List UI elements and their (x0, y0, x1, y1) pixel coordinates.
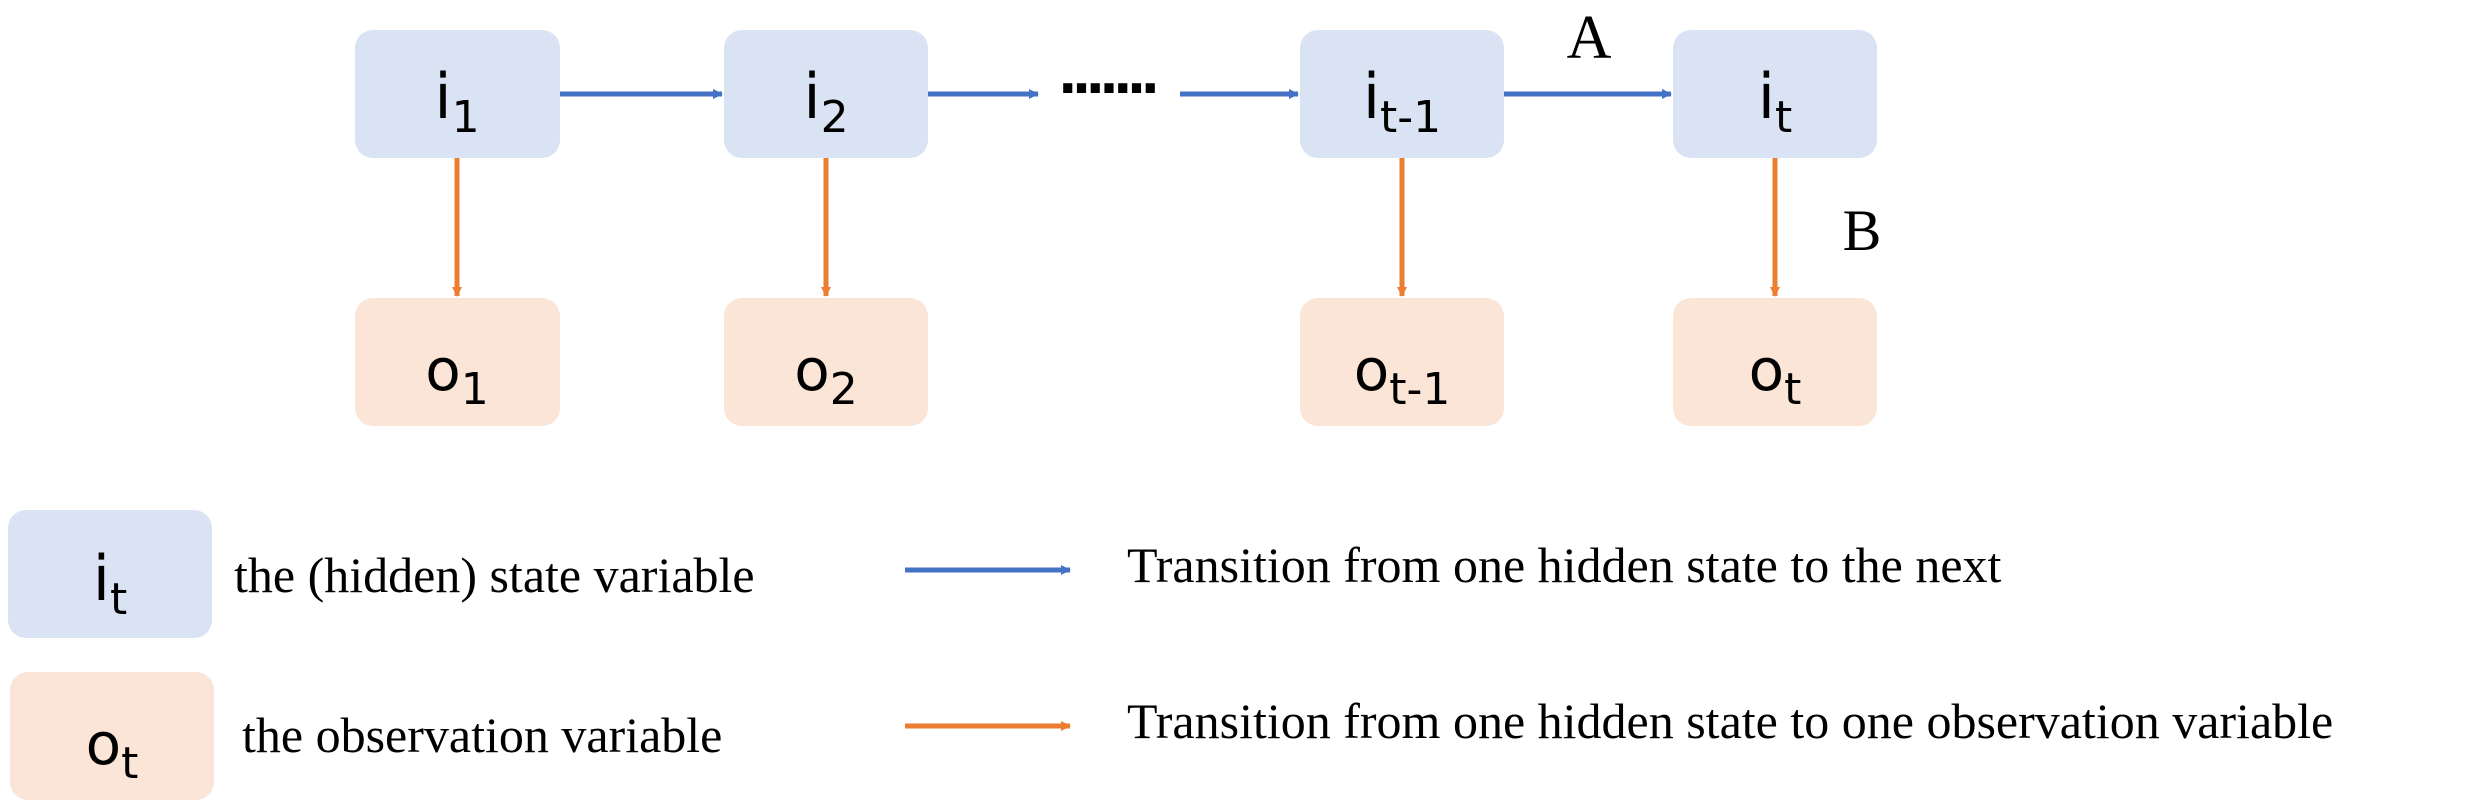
hidden-state-2-base: i (803, 60, 820, 133)
legend-orange-arrow-text: Transition from one hidden state to one … (1127, 693, 2333, 749)
svg-text:ot: ot (1749, 336, 1802, 415)
svg-text:o2: o2 (794, 336, 858, 415)
legend-observation: ot the observation variable (10, 672, 722, 800)
ellipsis: ······· (1058, 59, 1156, 119)
observation-2-base: o (794, 336, 830, 404)
observation-t-base: o (1749, 336, 1785, 404)
observation-node-1: o1 (355, 298, 560, 426)
label-b: B (1843, 198, 1882, 263)
legend-observation-sub: t (121, 738, 138, 789)
label-a: A (1567, 4, 1612, 72)
svg-text:i1: i1 (434, 60, 479, 143)
hidden-state-1-sub: 1 (452, 92, 480, 143)
legend-observation-text: the observation variable (242, 707, 722, 763)
legend-hidden-text: the (hidden) state variable (234, 547, 755, 603)
hidden-state-node-2: i2 (724, 30, 928, 158)
svg-text:ot: ot (86, 710, 139, 789)
svg-text:it: it (93, 542, 128, 625)
observation-node-t: ot (1673, 298, 1877, 426)
svg-text:it: it (1758, 60, 1793, 143)
svg-text:o1: o1 (425, 336, 489, 415)
observation-2-sub: 2 (830, 364, 858, 415)
legend-observation-swatch (10, 672, 214, 800)
hidden-state-t-1-sub: t-1 (1380, 92, 1441, 143)
observation-t-1-base: o (1354, 336, 1390, 404)
observation-1-sub: 1 (461, 364, 489, 415)
legend-hidden-swatch (8, 510, 212, 638)
legend-hidden-sub: t (110, 574, 127, 625)
legend-blue-arrow-text: Transition from one hidden state to the … (1127, 537, 2002, 593)
svg-text:i2: i2 (803, 60, 848, 143)
hidden-state-t-sub: t (1775, 92, 1792, 143)
observation-t-sub: t (1784, 364, 1801, 415)
legend-observation-base: o (86, 710, 122, 778)
observation-t-1-sub: t-1 (1389, 364, 1450, 415)
observation-node-t-1: ot-1 (1300, 298, 1504, 426)
observation-1-base: o (425, 336, 461, 404)
hidden-state-node-t-1: it-1 (1300, 30, 1504, 158)
svg-text:it-1: it-1 (1363, 60, 1441, 143)
hidden-state-t-1-base: i (1363, 60, 1380, 133)
legend-hidden-base: i (93, 542, 110, 615)
observation-node-2: o2 (724, 298, 928, 426)
hidden-state-1-base: i (434, 60, 451, 133)
hidden-state-node-1: i1 (355, 30, 560, 158)
legend-hidden-state: it the (hidden) state variable (8, 510, 755, 638)
hidden-state-t-base: i (1758, 60, 1775, 133)
svg-text:ot-1: ot-1 (1354, 336, 1451, 415)
hidden-state-node-t: it (1673, 30, 1877, 158)
hidden-state-2-sub: 2 (821, 92, 849, 143)
